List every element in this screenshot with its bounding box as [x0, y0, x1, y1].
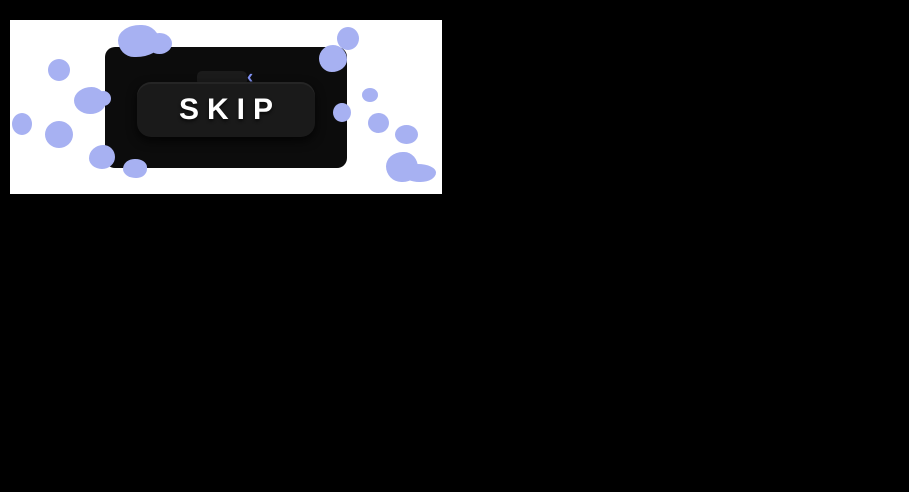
skip-button-label: SKIP — [178, 92, 282, 126]
game-card: ‹ SKIP — [10, 20, 442, 194]
skip-dialog: ‹ SKIP — [105, 47, 347, 168]
skip-button[interactable]: SKIP — [137, 82, 315, 137]
chevron-left-icon[interactable]: ‹ — [246, 67, 254, 88]
